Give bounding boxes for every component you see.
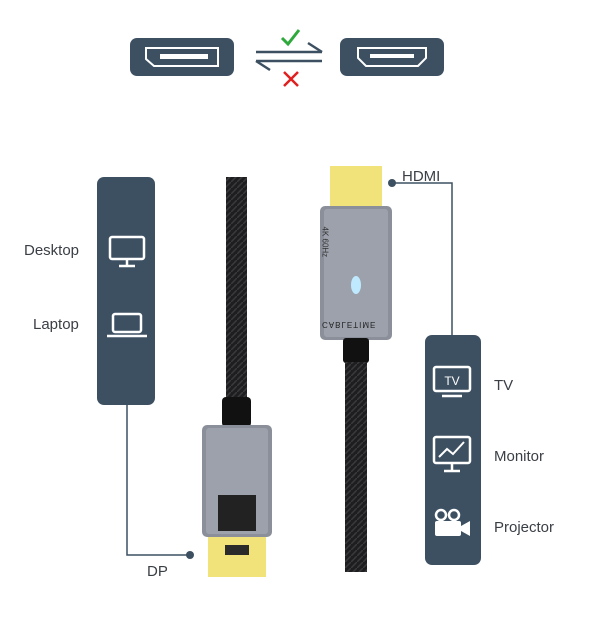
hdmi-cable bbox=[320, 166, 392, 572]
dp-label: DP bbox=[147, 563, 168, 580]
displayport-icon bbox=[145, 47, 219, 67]
brand-logo: CABLETIME bbox=[322, 320, 377, 329]
source-devices-panel bbox=[97, 177, 155, 405]
projector-icon bbox=[434, 508, 470, 536]
laptop-label: Laptop bbox=[33, 316, 79, 333]
hdmi-connector-line bbox=[388, 179, 453, 336]
direction-arrows-icon bbox=[255, 29, 323, 87]
tv-icon-text: TV bbox=[444, 374, 459, 388]
projector-label: Projector bbox=[494, 519, 555, 536]
desktop-label: Desktop bbox=[24, 242, 80, 259]
hdmi-port-badge bbox=[340, 38, 444, 76]
spec-marking: 4K 60Hz bbox=[320, 226, 330, 258]
cross-icon bbox=[283, 71, 299, 87]
check-icon bbox=[280, 29, 301, 47]
desktop-icon bbox=[108, 235, 146, 268]
laptop-icon bbox=[107, 312, 147, 338]
dp-connector-line bbox=[126, 405, 194, 559]
displayport-cable bbox=[202, 177, 272, 577]
hdmi-label: HDMI bbox=[402, 168, 441, 185]
monitor-label: Monitor bbox=[494, 448, 545, 465]
monitor-icon bbox=[432, 435, 472, 473]
displayport-port-badge bbox=[130, 38, 234, 76]
hdmi-icon bbox=[357, 47, 427, 67]
tv-icon: TV bbox=[432, 365, 472, 398]
tv-label: TV bbox=[494, 377, 514, 394]
